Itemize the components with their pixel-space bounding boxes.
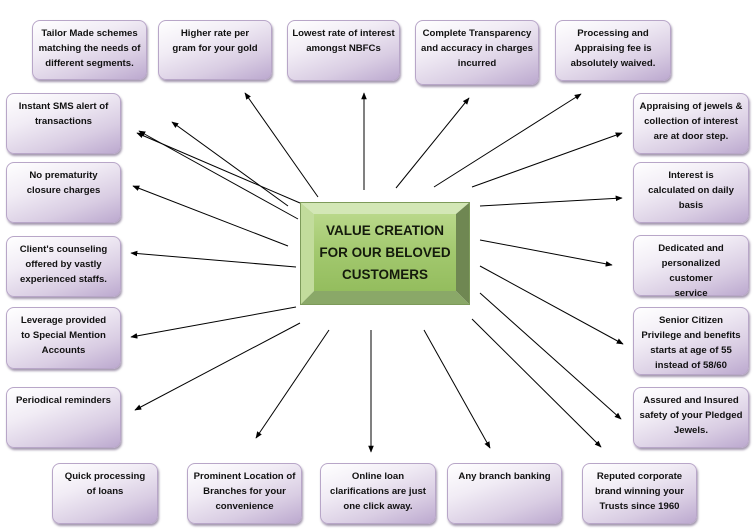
benefit-box-lowest-rate: Lowest rate of interest amongst NBFCs	[287, 20, 400, 81]
benefit-text: Complete Transparency and accuracy in ch…	[421, 28, 533, 69]
arrow-to-fee-waived	[433, 93, 582, 188]
benefit-box-no-prematurity: No prematurity closure charges	[6, 162, 121, 223]
arrow-to-any-branch	[423, 329, 491, 449]
benefit-box-dedicated-service: Dedicated and personalized customer serv…	[633, 235, 749, 299]
benefit-text: Higher rate per gram for your gold	[172, 28, 258, 54]
arrow-to-counseling	[130, 250, 297, 268]
arrow-to-no-prematurity	[132, 185, 289, 247]
arrow-to-quick-processing	[255, 329, 330, 439]
benefit-text: No prematurity closure charges	[26, 170, 101, 196]
benefit-text: Prominent Location of Branches for your …	[193, 471, 296, 512]
benefit-box-higher-rate: Higher rate per gram for your gold	[158, 20, 272, 80]
benefit-box-tailor-made: Tailor Made schemes matching the needs o…	[32, 20, 147, 80]
arrow-to-insured-safety	[479, 292, 622, 420]
benefit-text: Any branch banking	[458, 471, 551, 482]
benefit-text: Online loan clarifications are just one …	[330, 471, 426, 512]
arrow-to-lowest-rate	[244, 92, 319, 198]
arrow-to-transparency	[395, 97, 470, 189]
central-node-face: VALUE CREATION FOR OUR BELOVED CUSTOMERS	[314, 214, 456, 291]
arrow-to-senior-citizen	[479, 265, 624, 345]
arrow-to-higher-rate	[171, 121, 289, 207]
benefit-box-reminders: Periodical reminders	[6, 387, 121, 448]
benefit-box-door-step: Appraising of jewels & collection of int…	[633, 93, 749, 154]
benefit-box-leverage: Leverage provided to Special Mention Acc…	[6, 307, 121, 369]
central-node: VALUE CREATION FOR OUR BELOVED CUSTOMERS	[300, 202, 470, 305]
arrow-to-leverage	[130, 306, 297, 339]
benefit-text: Quick processing of loans	[64, 471, 146, 497]
benefit-text: Reputed corporate brand winning your Tru…	[594, 471, 684, 512]
benefit-text: Assured and Insured safety of your Pledg…	[639, 395, 743, 436]
benefit-box-insured-safety: Assured and Insured safety of your Pledg…	[633, 387, 749, 448]
benefit-box-prominent-location: Prominent Location of Branches for your …	[187, 463, 302, 524]
benefit-box-fee-waived: Processing and Appraising fee is absolut…	[555, 20, 671, 81]
central-node-title: VALUE CREATION FOR OUR BELOVED CUSTOMERS	[319, 222, 451, 282]
benefit-box-daily-interest: Interest is calculated on daily basis	[633, 162, 749, 223]
arrow-to-door-step	[471, 132, 623, 188]
benefit-text: Dedicated and personalized customer serv…	[658, 243, 724, 299]
benefit-box-quick-processing: Quick processing of loans	[52, 463, 158, 524]
benefit-box-reputed-brand: Reputed corporate brand winning your Tru…	[582, 463, 697, 524]
arrow-to-reputed-brand	[471, 318, 602, 448]
benefit-box-transparency: Complete Transparency and accuracy in ch…	[415, 20, 539, 85]
benefit-text: Interest is calculated on daily basis	[648, 170, 734, 211]
benefit-text: Client's counseling offered by vastly ex…	[19, 244, 108, 285]
benefit-box-any-branch: Any branch banking	[447, 463, 562, 524]
benefit-text: Leverage provided to Special Mention Acc…	[20, 315, 107, 356]
arrow-to-daily-interest	[479, 195, 623, 207]
benefit-text: Periodical reminders	[16, 395, 111, 406]
benefit-text: Instant SMS alert of transactions	[18, 101, 109, 127]
arrow-to-sms-alert	[136, 132, 301, 204]
benefit-box-sms-alert: Instant SMS alert of transactions	[6, 93, 121, 154]
central-node-bevel	[300, 202, 470, 305]
arrow-to-dedicated-service	[479, 239, 613, 267]
benefit-text: Lowest rate of interest amongst NBFCs	[292, 28, 395, 54]
benefit-text: Appraising of jewels & collection of int…	[639, 101, 743, 142]
benefit-box-senior-citizen: Senior Citizen Privilege and benefits st…	[633, 307, 749, 375]
benefit-text: Tailor Made schemes matching the needs o…	[38, 28, 141, 69]
arrow-to-reminders	[134, 322, 301, 411]
benefit-box-online-loan: Online loan clarifications are just one …	[320, 463, 436, 524]
benefit-text: Processing and Appraising fee is absolut…	[570, 28, 656, 69]
benefit-box-counseling: Client's counseling offered by vastly ex…	[6, 236, 121, 297]
benefit-text: Senior Citizen Privilege and benefits st…	[641, 315, 741, 371]
